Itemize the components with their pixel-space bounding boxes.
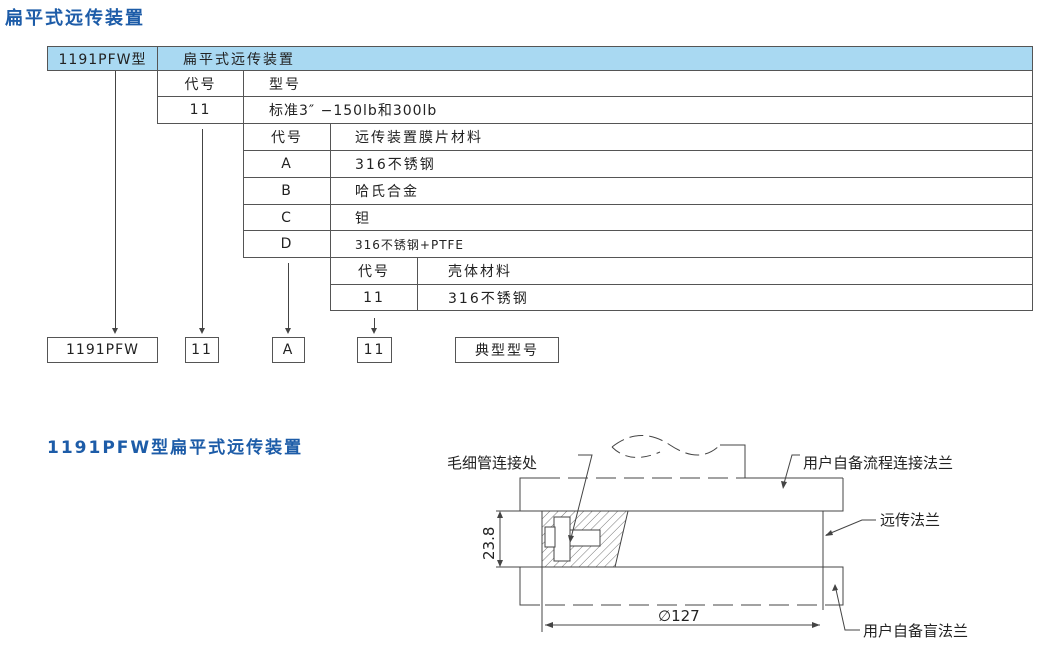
level2-code: D: [243, 230, 331, 258]
level2-name: 316不锈钢: [330, 150, 1033, 178]
connector-line: [202, 129, 203, 329]
arrow-down-icon: [199, 328, 205, 334]
section-title: 1191PFW型扁平式远传装置: [47, 438, 304, 458]
diameter-dimension-value: ∅127: [658, 607, 700, 625]
level3-name: 316不锈钢: [417, 284, 1033, 311]
leader-remote-flange: [825, 519, 876, 536]
typical-model-part: 11: [357, 337, 392, 363]
blind-flange-label: 用户自备盲法兰: [863, 622, 968, 640]
connector-line: [288, 263, 289, 329]
level1-name: 标准3″ −150lb和300lb: [243, 96, 1033, 124]
level3-code: 11: [330, 284, 418, 311]
level1-name-header: 型号: [243, 70, 1033, 97]
height-dimension-value: 23.8: [480, 527, 498, 560]
model-name-header: 扁平式远传装置: [157, 46, 1033, 71]
process-flange: [519, 477, 844, 512]
arrow-down-icon: [112, 328, 118, 334]
connector-line: [374, 318, 375, 329]
level2-name: 钽: [330, 204, 1033, 231]
arrow-down-icon: [285, 328, 291, 334]
typical-model-part: A: [272, 337, 305, 363]
level2-name: 316不锈钢+PTFE: [330, 230, 1033, 258]
leader-blind-flange: [834, 584, 860, 631]
process-flange-label: 用户自备流程连接法兰: [803, 454, 953, 472]
level2-code-header: 代号: [243, 123, 331, 151]
capillary-connection-label: 毛细管连接处: [447, 454, 537, 472]
arrow-down-icon: [371, 328, 377, 334]
typical-model-part: 1191PFW: [47, 337, 158, 363]
level1-code: 11: [157, 96, 244, 124]
leader-capillary: [569, 454, 593, 543]
connector-line: [115, 71, 116, 329]
remote-flange-label: 远传法兰: [880, 511, 940, 529]
typical-model-label: 典型型号: [455, 337, 559, 363]
leader-process-flange: [782, 454, 800, 488]
page-title: 扁平式远传装置: [5, 8, 145, 29]
pipe-break-line: [611, 435, 721, 456]
pipe-line: [720, 444, 746, 478]
typical-model-part: 11: [185, 337, 219, 363]
blind-flange: [519, 566, 844, 606]
